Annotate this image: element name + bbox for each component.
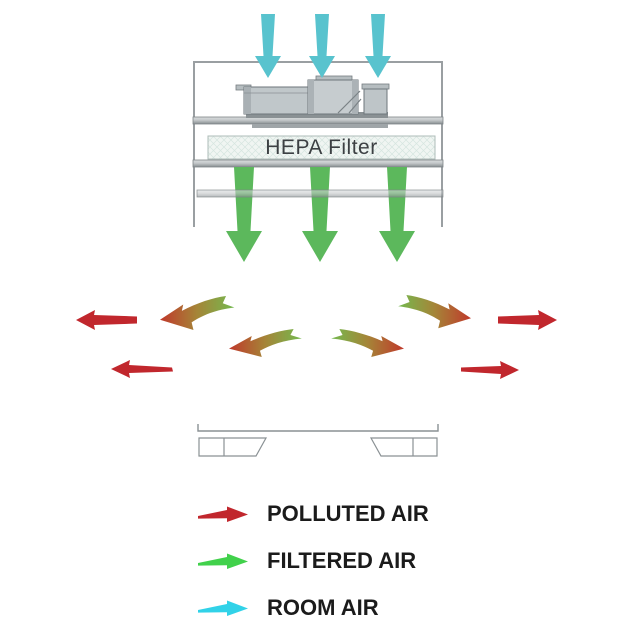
circulation-swoosh-arrow (229, 329, 302, 357)
table-top-line (197, 424, 439, 432)
legend: POLLUTED AIR FILTERED AIR ROOM AIR (198, 500, 429, 621)
fan-motor-box (307, 79, 359, 115)
legend-item-filtered-air: FILTERED AIR (198, 547, 429, 574)
fan-scroll-line-1 (337, 90, 361, 114)
room-air-arrows (255, 14, 391, 78)
polluted-air-arrow (461, 361, 519, 379)
plenum-bar-top-shadow (252, 124, 388, 128)
circulation-swoosh-arrow (160, 296, 235, 330)
circulation-swoosh-arrow (398, 295, 471, 329)
work-table (197, 424, 439, 432)
right-arrow-icon (198, 553, 248, 569)
polluted-air-arrows (76, 310, 557, 379)
fan-scroll-line-2 (348, 98, 362, 114)
circulation-swoosh-arrow (331, 329, 404, 357)
fan-left-box (243, 86, 311, 115)
floor-return-grilles (198, 437, 438, 457)
filtered-air-arrow (226, 167, 262, 262)
right-arrow-icon (198, 600, 248, 616)
fan-left-box-shade (244, 87, 251, 114)
legend-item-polluted-air: POLLUTED AIR (198, 500, 429, 527)
filtered-air-arrows (226, 167, 415, 262)
legend-label-room-air: ROOM AIR (267, 594, 379, 620)
room-air-arrow (309, 14, 335, 78)
fan-right-flange (361, 83, 390, 90)
room-air-arrow (365, 14, 391, 78)
fan-unit (235, 75, 390, 118)
fan-right-box (363, 88, 388, 115)
filtered-air-legend-arrow (198, 553, 248, 569)
fan-motor-box-shade-left (308, 80, 314, 114)
room-air-legend-arrow (198, 600, 248, 616)
filtered-air-arrow (302, 167, 338, 262)
floor-grille-right (369, 437, 438, 457)
hepa-filter-box (207, 135, 436, 160)
hepa-filter-label: HEPA Filter (265, 135, 378, 159)
fan-motor-box-shade-right (352, 80, 358, 114)
circulation-arrows (160, 295, 471, 357)
plenum-bar-bottom (196, 189, 444, 198)
fan-base-plate (246, 112, 388, 118)
filtered-air-arrow (379, 167, 415, 262)
floor-grille-left (198, 437, 268, 457)
polluted-air-arrow (76, 310, 137, 330)
right-arrow-icon (198, 506, 248, 522)
legend-label-filtered-air: FILTERED AIR (267, 547, 417, 573)
polluted-air-legend-arrow (198, 506, 248, 522)
polluted-air-arrow (111, 360, 173, 378)
plenum-bar-top (192, 116, 444, 125)
room-air-arrow (255, 14, 281, 78)
plenum-bar-middle (192, 159, 444, 168)
legend-label-polluted-air: POLLUTED AIR (267, 500, 429, 526)
polluted-air-arrow (498, 310, 557, 330)
legend-item-room-air: ROOM AIR (198, 594, 429, 621)
